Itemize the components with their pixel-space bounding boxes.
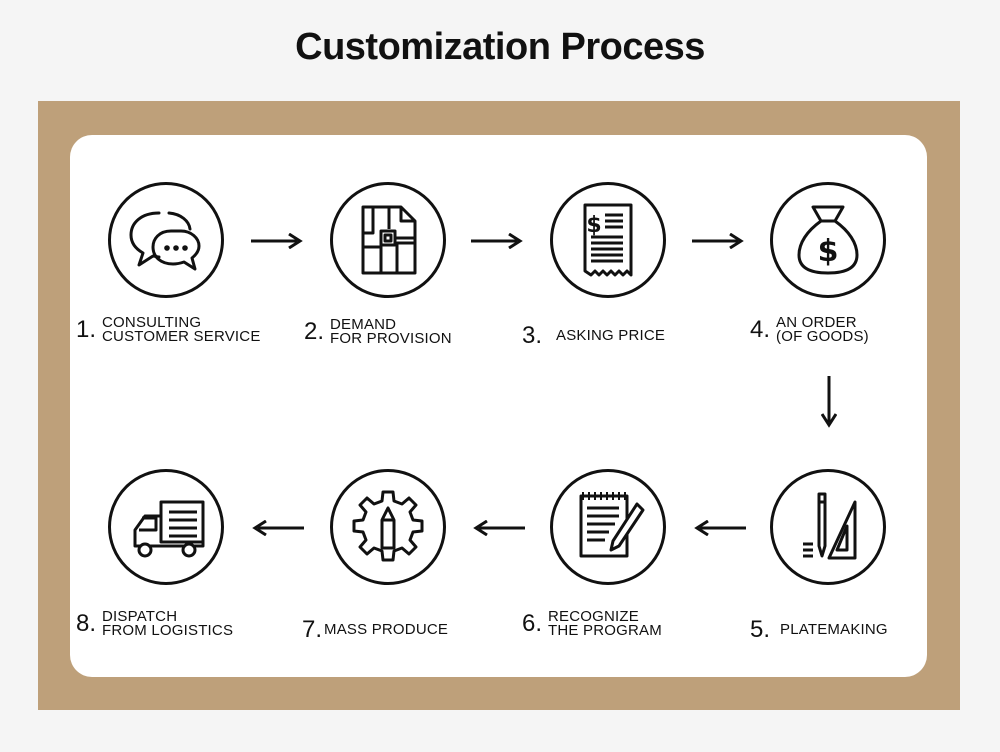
step-number: 6.: [522, 610, 543, 637]
step-4-label: 4. AN ORDER(OF GOODS): [750, 314, 869, 345]
notepad-pen-icon: [579, 492, 645, 558]
step-label-line: CONSULTING: [102, 314, 202, 331]
step-3-label: 3. ASKING PRICE: [522, 322, 665, 350]
step-number: 8.: [76, 610, 97, 637]
step-label-line: CUSTOMER SERVICE: [102, 328, 261, 345]
step-8-circle: [108, 469, 224, 585]
step-label-line: THE PROGRAM: [548, 622, 662, 639]
step-label-line: FROM LOGISTICS: [102, 622, 234, 639]
step-label-line: (OF GOODS): [776, 328, 869, 345]
gear-pencil-icon: [352, 490, 424, 562]
arrow-down: [821, 376, 837, 428]
step-label-line: PLATEMAKING: [780, 621, 888, 638]
svg-text:$: $: [818, 234, 839, 269]
step-5-circle: [770, 469, 886, 585]
step-label-line: DEMAND: [330, 316, 397, 333]
step-label-line: RECOGNIZE: [548, 608, 639, 625]
step-1-circle: [108, 182, 224, 298]
step-4-circle: $: [770, 182, 886, 298]
step-number: 4.: [750, 316, 771, 343]
arrow-left-1: [694, 520, 746, 536]
document-layout-icon: [361, 205, 417, 275]
step-number: 5.: [750, 616, 771, 643]
step-number: 1.: [76, 316, 97, 343]
page-title: Customization Process: [295, 26, 705, 68]
chat-bubbles-icon: [129, 211, 201, 271]
arrow-right-2: [471, 233, 523, 249]
step-label-line: FOR PROVISION: [330, 330, 452, 347]
step-7-label: 7. MASS PRODUCE: [302, 616, 448, 644]
step-number: 2.: [304, 318, 325, 345]
arrow-left-2: [473, 520, 525, 536]
arrow-right-3: [692, 233, 744, 249]
arrow-right-1: [251, 233, 303, 249]
pencil-triangle-ruler-icon: [803, 492, 857, 560]
receipt-dollar-icon: $: [583, 203, 633, 277]
step-label-line: ASKING PRICE: [556, 327, 666, 344]
money-bag-icon: $: [797, 205, 859, 275]
arrow-left-3: [252, 520, 304, 536]
step-5-label: 5. PLATEMAKING: [750, 616, 888, 644]
step-label-line: AN ORDER: [776, 314, 857, 331]
step-2-circle: [330, 182, 446, 298]
step-label-line: DISPATCH: [102, 608, 178, 625]
step-number: 3.: [522, 322, 543, 349]
step-label-line: MASS PRODUCE: [324, 621, 449, 638]
step-6-circle: [550, 469, 666, 585]
step-3-circle: $: [550, 182, 666, 298]
delivery-truck-icon: [133, 500, 205, 558]
step-number: 7.: [302, 616, 323, 643]
svg-text:$: $: [586, 213, 601, 238]
step-7-circle: [330, 469, 446, 585]
